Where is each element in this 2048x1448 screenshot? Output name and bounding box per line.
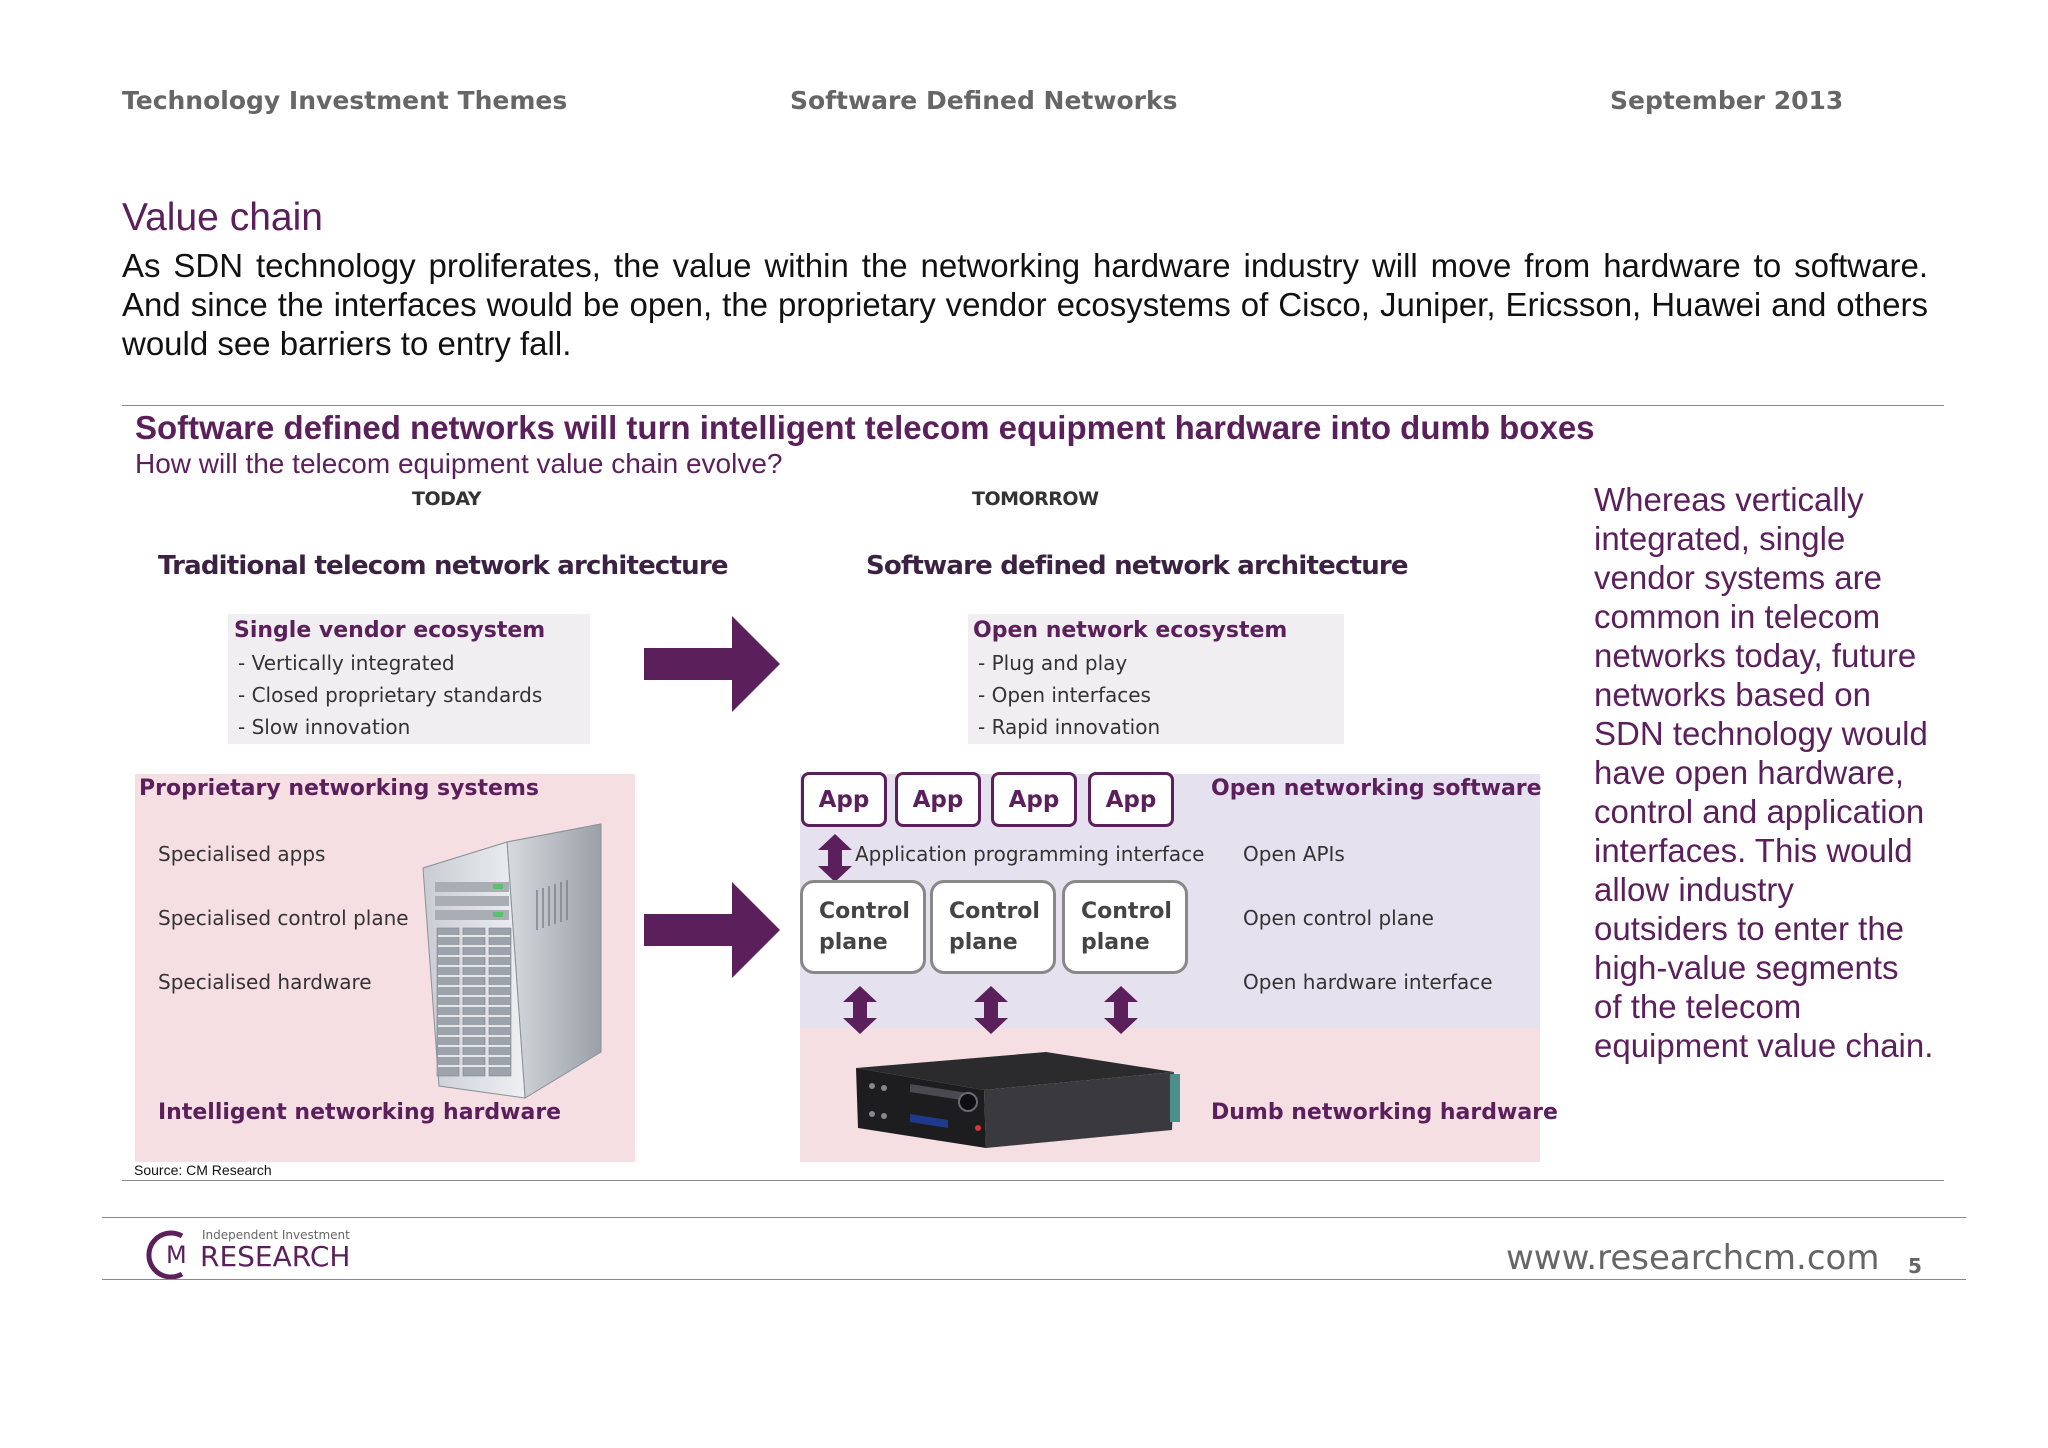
today-ecosystem-item: - Vertically integrated bbox=[238, 651, 455, 675]
header-report-date: September 2013 bbox=[1610, 86, 1844, 115]
today-architecture-title: Traditional telecom network architecture bbox=[158, 551, 729, 581]
tomorrow-label: TOMORROW bbox=[972, 488, 1099, 510]
proprietary-systems-panel: Proprietary networking systems Specialis… bbox=[135, 774, 635, 1162]
today-ecosystem-item: - Slow innovation bbox=[238, 715, 411, 739]
section-title: Value chain bbox=[122, 196, 323, 239]
footer-url[interactable]: www.researchcm.com bbox=[1506, 1238, 1880, 1278]
tomorrow-ecosystem-item: - Plug and play bbox=[978, 651, 1128, 675]
api-label: Application programming interface bbox=[855, 842, 1205, 866]
figure-bottom-rule bbox=[122, 1180, 1944, 1181]
app-box: App bbox=[991, 772, 1077, 827]
logo-name: RESEARCH bbox=[200, 1240, 351, 1273]
open-software-title: Open networking software bbox=[1211, 776, 1542, 801]
app-box: App bbox=[1088, 772, 1174, 827]
proprietary-systems-title: Proprietary networking systems bbox=[139, 776, 539, 801]
today-layer-label: Specialised hardware bbox=[158, 970, 372, 994]
logo-mark: M bbox=[166, 1241, 187, 1269]
app-box: App bbox=[801, 772, 887, 827]
cm-research-logo: M Independent Investment RESEARCH bbox=[142, 1224, 362, 1280]
figure-title: Software defined networks will turn inte… bbox=[135, 409, 1595, 446]
header-report-topic: Software Defined Networks bbox=[790, 86, 1178, 115]
today-layer-label: Specialised apps bbox=[158, 842, 326, 866]
sidebar-commentary: Whereas vertically integrated, single ve… bbox=[1594, 481, 1934, 1064]
transition-arrow-icon bbox=[644, 882, 780, 978]
tomorrow-ecosystem-title: Open network ecosystem bbox=[973, 618, 1288, 643]
control-plane-box: Control plane bbox=[1062, 880, 1188, 974]
today-ecosystem-item: - Closed proprietary standards bbox=[238, 683, 543, 707]
app-box: App bbox=[895, 772, 981, 827]
tomorrow-architecture-title: Software defined network architecture bbox=[866, 551, 1409, 581]
double-arrow-icon bbox=[974, 986, 1008, 1034]
header-report-series: Technology Investment Themes bbox=[122, 86, 568, 115]
footer-bottom-rule bbox=[102, 1279, 1966, 1280]
figure-subtitle: How will the telecom equipment value cha… bbox=[135, 448, 783, 479]
server-tower-icon bbox=[422, 823, 602, 1099]
dumb-hardware-label: Dumb networking hardware bbox=[1211, 1100, 1558, 1125]
figure-top-rule bbox=[122, 405, 1944, 406]
tomorrow-layer-label: Open hardware interface bbox=[1243, 970, 1493, 994]
tomorrow-ecosystem-box: Open network ecosystem - Plug and play -… bbox=[968, 614, 1344, 744]
today-ecosystem-box: Single vendor ecosystem - Vertically int… bbox=[228, 614, 590, 744]
today-label: TODAY bbox=[412, 488, 482, 510]
footer-top-rule bbox=[102, 1217, 1966, 1218]
logo-tagline: Independent Investment bbox=[202, 1228, 350, 1242]
double-arrow-icon bbox=[818, 834, 852, 882]
tomorrow-layer-label: Open APIs bbox=[1243, 842, 1345, 866]
control-plane-box: Control plane bbox=[800, 880, 926, 974]
double-arrow-icon bbox=[843, 986, 877, 1034]
section-intro: As SDN technology proliferates, the valu… bbox=[122, 247, 1928, 362]
tomorrow-ecosystem-item: - Rapid innovation bbox=[978, 715, 1161, 739]
tomorrow-layer-label: Open control plane bbox=[1243, 906, 1434, 930]
network-box-icon bbox=[856, 1052, 1180, 1148]
double-arrow-icon bbox=[1104, 986, 1138, 1034]
control-plane-box: Control plane bbox=[930, 880, 1056, 974]
page-number: 5 bbox=[1908, 1254, 1922, 1278]
tomorrow-ecosystem-item: - Open interfaces bbox=[978, 683, 1151, 707]
today-layer-label: Specialised control plane bbox=[158, 906, 409, 930]
transition-arrow-icon bbox=[644, 616, 780, 712]
cm-logo-c-icon bbox=[146, 1230, 184, 1280]
figure-source: Source: CM Research bbox=[134, 1162, 272, 1178]
intelligent-hardware-label: Intelligent networking hardware bbox=[158, 1100, 562, 1125]
today-ecosystem-title: Single vendor ecosystem bbox=[234, 618, 546, 643]
